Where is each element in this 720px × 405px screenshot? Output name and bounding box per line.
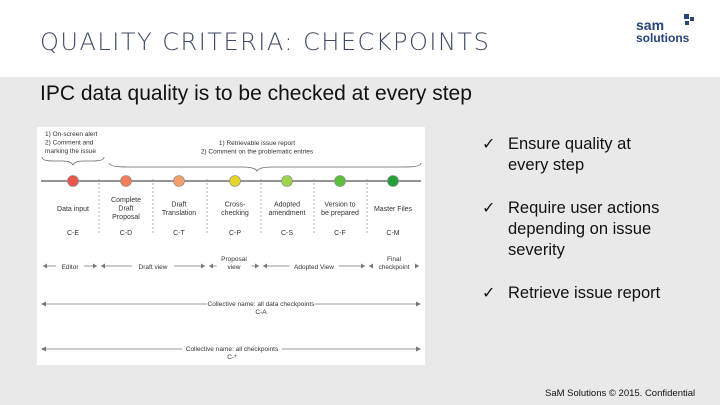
- view-label-bg: [216, 254, 252, 272]
- collective-all-bg: [182, 342, 282, 362]
- top-left-note: marking the issue: [45, 148, 96, 155]
- arrow-right-icon: [93, 263, 97, 269]
- checkpoint-dot: [173, 175, 185, 187]
- bullet-text: severity: [508, 241, 565, 259]
- checkpoint-dot: [281, 175, 293, 187]
- view-label: view: [227, 264, 240, 271]
- sam-solutions-logo: sam solutions: [636, 12, 696, 48]
- view-label: Editor: [62, 264, 80, 271]
- checkpoints-diagram-svg: Data inputC-ECompleteDraftProposalC-DDra…: [41, 131, 422, 362]
- step-label: Translation: [162, 210, 196, 217]
- view-label: Final: [387, 256, 402, 263]
- logo-line1: sam: [636, 17, 665, 33]
- checkpoint-dot: [334, 175, 346, 187]
- step-label: checking: [221, 210, 249, 217]
- step-label: Adopted: [274, 202, 300, 209]
- arrow-right-icon: [201, 263, 205, 269]
- step-label: Cross-: [225, 202, 246, 209]
- view-label-bg: [373, 254, 415, 272]
- collective-all-code: C-*: [227, 354, 237, 361]
- step-code: C-E: [67, 230, 79, 237]
- collective-data-label: Collective name: all data checkpoints: [208, 301, 316, 308]
- arrow-right-icon: [416, 346, 421, 352]
- top-right-note: 2) Comment on the problematic entries: [201, 149, 314, 156]
- arrow-right-icon: [415, 263, 419, 269]
- bullet-item: ✓ Require user actions depending on issue s…: [482, 198, 702, 261]
- step-label: amendment: [269, 210, 306, 217]
- arrow-left-icon: [209, 263, 213, 269]
- arrow-left-icon: [43, 263, 47, 269]
- bullet-text: every step: [508, 156, 585, 174]
- footer-copyright: SaM Solutions © 2015. Confidential: [545, 388, 696, 399]
- arrow-left-icon: [369, 263, 373, 269]
- bullet-item: ✓ Ensure quality at every step: [482, 134, 702, 176]
- view-label-bg: [289, 262, 339, 272]
- bullet-text: depending on issue: [508, 220, 652, 238]
- view-label-bg: [132, 262, 174, 272]
- step-label: Draft: [118, 206, 133, 213]
- checkpoint-dot: [67, 175, 79, 187]
- arrow-right-icon: [255, 263, 259, 269]
- step-label: be prepared: [321, 210, 359, 217]
- top-left-brace: [41, 156, 105, 166]
- checkpoint-dot: [120, 175, 132, 187]
- arrow-right-icon: [416, 301, 421, 307]
- step-code: C-F: [334, 230, 346, 237]
- checkpoint-dot: [387, 175, 399, 187]
- bullet-list: ✓ Ensure quality at every step ✓ Require use…: [482, 134, 702, 326]
- step-code: C-T: [173, 230, 185, 237]
- view-label: checkpoint: [378, 264, 409, 271]
- step-code: C-M: [386, 230, 399, 237]
- step-code: C-S: [281, 230, 293, 237]
- arrow-left-icon: [101, 263, 105, 269]
- checkmark-icon: ✓: [482, 200, 496, 217]
- step-code: C-D: [120, 230, 132, 237]
- arrow-right-icon: [361, 263, 365, 269]
- arrow-left-icon: [41, 301, 46, 307]
- bullet-text: Retrieve issue report: [508, 284, 661, 302]
- logo-line2: solutions: [636, 31, 690, 45]
- top-right-note: 1) Retrievable issue report: [219, 140, 295, 147]
- slide-title: QUALITY CRITERIA: CHECKPOINTS: [40, 28, 491, 56]
- bullet-text: Ensure quality at: [508, 135, 631, 153]
- slide-subtitle: IPC data quality is to be checked at eve…: [40, 82, 472, 105]
- collective-data-bg: [207, 297, 315, 317]
- arrow-left-icon: [263, 263, 267, 269]
- step-label: Master Files: [374, 206, 413, 213]
- top-right-brace: [108, 162, 422, 172]
- checkmark-icon: ✓: [482, 136, 496, 153]
- top-left-note: 1) On-screen alert: [45, 131, 98, 138]
- step-label: Draft: [171, 202, 186, 209]
- arrow-left-icon: [41, 346, 46, 352]
- view-label: Proposal: [221, 256, 247, 263]
- checkmark-icon: ✓: [482, 285, 496, 302]
- step-code: C-P: [229, 230, 241, 237]
- bullet-item: ✓ Retrieve issue report: [482, 283, 702, 304]
- collective-data-code: C-A: [255, 309, 267, 316]
- step-label: Complete: [111, 197, 141, 204]
- view-label: Adopted View: [294, 264, 334, 271]
- step-label: Data input: [57, 206, 89, 213]
- view-label: Draft view: [139, 264, 168, 271]
- step-label: Proposal: [112, 214, 140, 221]
- view-label-bg: [56, 262, 84, 272]
- collective-all-label: Collective name: all checkpoints: [186, 346, 279, 353]
- top-left-note: 2) Comment and: [45, 140, 94, 147]
- checkpoint-dot: [229, 175, 241, 187]
- step-label: Version to: [324, 202, 355, 209]
- bullet-text: Require user actions: [508, 199, 660, 217]
- logo-dots-icon: [684, 14, 694, 25]
